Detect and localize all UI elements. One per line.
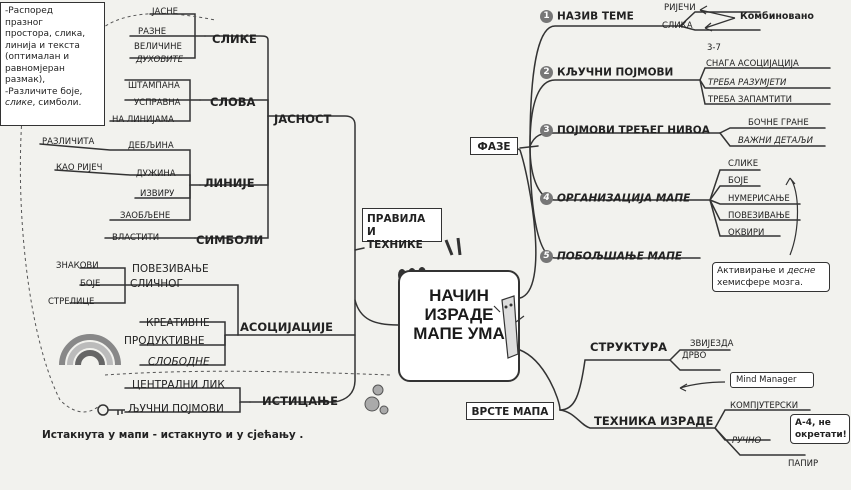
tehnika-label: ТЕХНИКА ИЗРАДЕ bbox=[594, 414, 714, 428]
simboli-label: СИМБОЛИ bbox=[196, 233, 264, 247]
key-icon bbox=[97, 404, 125, 416]
caption: Истакнута у мапи - истакнуто и у сјећању… bbox=[42, 429, 304, 441]
brain-note: Активирање и десне хемисфере мозга. bbox=[712, 262, 830, 292]
pencil-character-icon bbox=[493, 295, 525, 359]
struktura-label: СТРУКТУРА bbox=[590, 340, 668, 354]
jasnost-label: ЈАСНОСТ bbox=[274, 112, 332, 126]
rainbow-icon bbox=[59, 334, 121, 366]
bubbles-icon bbox=[364, 384, 389, 415]
slike-label: СЛИКЕ bbox=[212, 32, 257, 46]
slova-label: СЛОВА bbox=[210, 95, 256, 109]
faze-node: ФАЗЕ bbox=[470, 137, 518, 155]
vrste-node: ВРСТЕ МАПА bbox=[466, 402, 554, 420]
mind-manager-note: Mind Manager bbox=[730, 372, 814, 388]
linije-label: ЛИНИЈЕ bbox=[204, 176, 255, 190]
a4-note: А-4, не окретати! bbox=[790, 414, 850, 444]
layout-note: -Распоред празног простора, слика, линиј… bbox=[0, 2, 105, 126]
center-title: НАЧИН ИЗРАДЕ МАПЕ УМА bbox=[413, 286, 505, 343]
center-node: НАЧИН ИЗРАДЕ МАПЕ УМА bbox=[398, 270, 525, 382]
isticanje-label: ИСТИЦАЊЕ bbox=[262, 394, 338, 408]
kombinovano-label: Комбиновано bbox=[740, 11, 814, 22]
pravila-node: ПРАВИЛА И ТЕХНИКЕ bbox=[362, 208, 442, 251]
asocijacije-label: АСОЦИЈАЦИЈЕ bbox=[240, 320, 334, 334]
